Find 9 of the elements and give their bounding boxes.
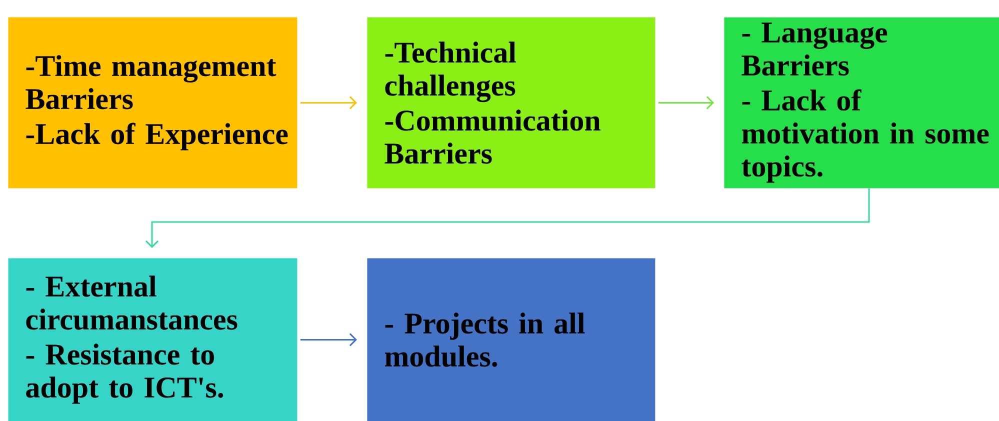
process-box: - Language Barriers - Lack of motivation in some topics. [724,17,999,188]
process-box: - External circumanstances - Resistance to adopt to ICT's. [8,258,298,421]
process-box: -Technical challenges -Communication Barriers [367,17,656,188]
arrow [145,188,870,248]
arrow [300,96,357,110]
process-box: -Time management Barriers -Lack of Experience [8,17,298,188]
arrow [658,96,714,110]
process-box: - Projects in all modules. [367,258,656,421]
arrow [300,333,357,346]
